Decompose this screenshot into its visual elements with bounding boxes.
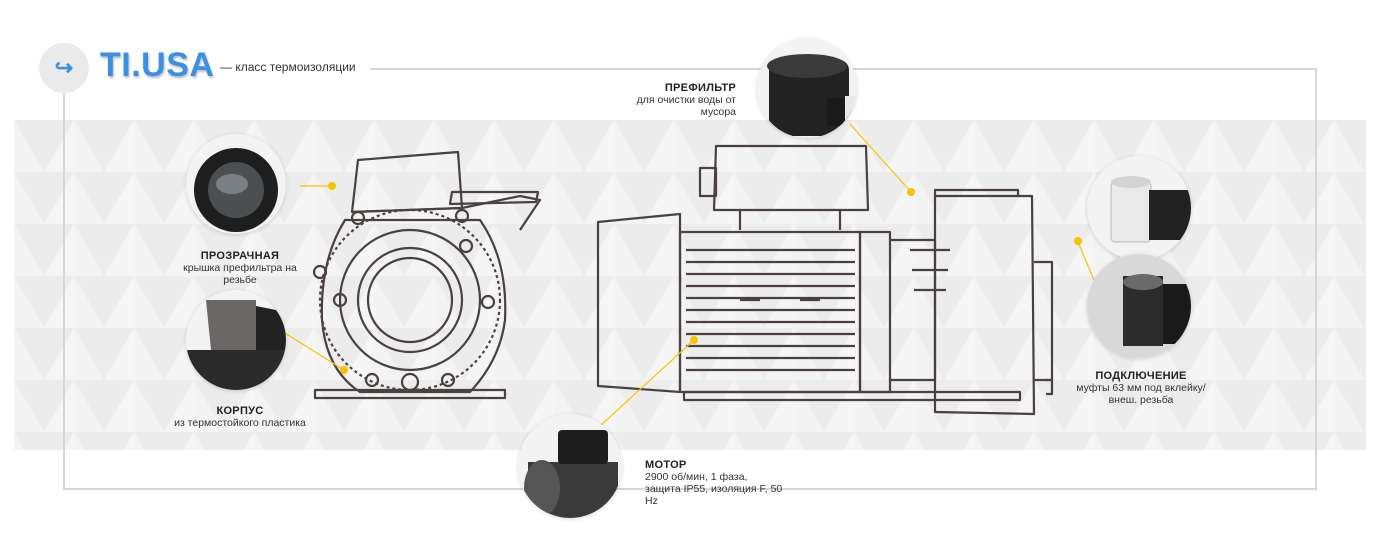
callout-transparent-text: крышка префильтра на резьбе — [183, 262, 297, 286]
callout-motor: МОТОР 2900 об/мин, 1 фаза, защита IP55, … — [645, 459, 783, 507]
callout-prefilter-title: ПРЕФИЛЬТР — [664, 82, 736, 94]
photo-body — [186, 290, 286, 390]
side-base — [682, 390, 1022, 402]
callout-motor-title: МОТОР — [645, 459, 687, 471]
callout-transparent-title: ПРОЗРАЧНАЯ — [200, 250, 280, 262]
callout-motor-text: 2900 об/мин, 1 фаза, защита IP55, изоляц… — [645, 471, 783, 507]
photo-motor — [518, 414, 622, 518]
arrow-hook-icon: ↪ — [39, 43, 89, 93]
photo-connection-top — [1087, 156, 1191, 260]
front-prefilter-box — [350, 150, 464, 214]
callout-prefilter-text: для очистки воды от мусора — [636, 94, 736, 118]
marker-connection — [1074, 237, 1082, 245]
callout-body: КОРПУС из термостойкого пластика — [160, 405, 320, 429]
callout-body-title: КОРПУС — [216, 405, 264, 417]
pump-coupling — [858, 230, 892, 394]
marker-transparent — [328, 182, 336, 190]
callout-connection: ПОДКЛЮЧЕНИЕ муфты 63 мм под вклейку/ вне… — [1066, 370, 1216, 406]
photo-transparent-lid — [186, 134, 286, 234]
marker-prefilter — [907, 188, 915, 196]
content-frame — [63, 68, 1317, 490]
marker-body — [340, 366, 348, 374]
front-outlet — [448, 190, 540, 206]
front-housing — [320, 218, 507, 394]
photo-connection-bottom — [1087, 254, 1191, 358]
front-impeller-ring — [338, 228, 482, 372]
callout-body-text: из термостойкого пластика — [174, 417, 306, 429]
frame-gap — [55, 60, 370, 80]
front-base — [313, 388, 507, 400]
motor-body — [678, 230, 862, 394]
callout-connection-title: ПОДКЛЮЧЕНИЕ — [1095, 370, 1187, 382]
photo-prefilter — [757, 38, 857, 138]
callout-connection-text: муфты 63 мм под вклейку/ внеш. резьба — [1076, 382, 1206, 406]
terminal-box — [712, 144, 870, 212]
callout-prefilter: ПРЕФИЛЬТР для очистки воды от мусора — [618, 82, 736, 118]
callout-transparent: ПРОЗРАЧНАЯ крышка префильтра на резьбе — [174, 250, 306, 286]
pump-head — [933, 194, 1036, 416]
brand-title: TI.USA — [100, 46, 215, 84]
motor-endcap — [596, 212, 682, 394]
brand-tagline: — класс термоизоляции — [220, 60, 356, 74]
marker-motor — [690, 336, 698, 344]
